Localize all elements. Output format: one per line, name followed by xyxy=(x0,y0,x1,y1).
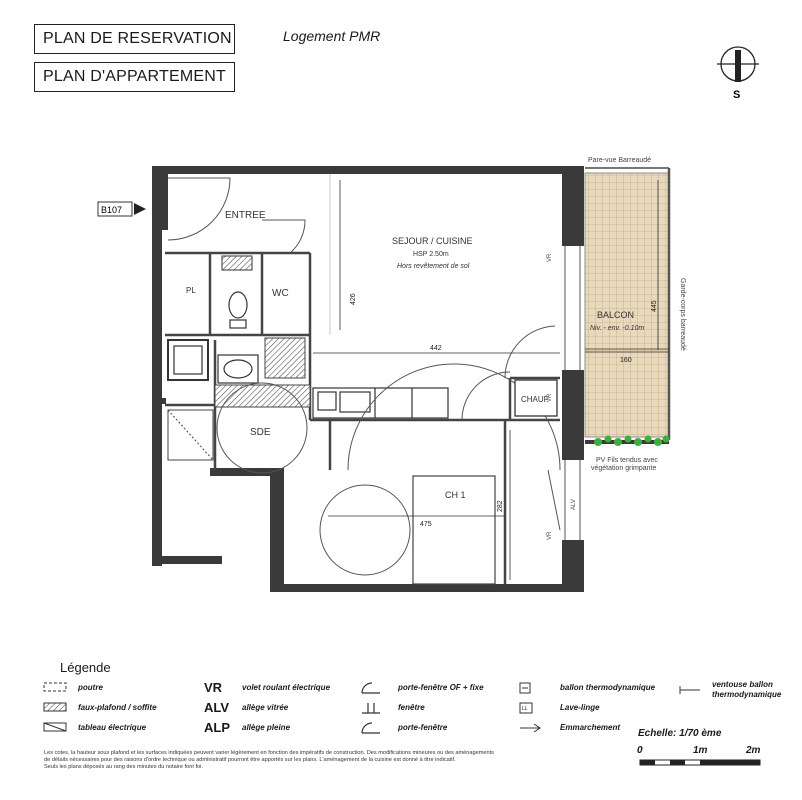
legend-porte-fenetre: porte-fenêtre xyxy=(398,723,448,732)
room-sde: SDE xyxy=(250,427,271,438)
dim-442: 442 xyxy=(430,345,442,352)
pv-fils-label-2: végétation grimpante xyxy=(591,465,656,472)
compass-icon xyxy=(717,46,759,82)
legend-ventouse-2: thermodynamique xyxy=(712,690,782,699)
lot-badge xyxy=(97,201,146,217)
scale-label-1m: 1m xyxy=(693,745,708,756)
legend-ventouse-1: ventouse ballon xyxy=(712,680,773,689)
scale-bar xyxy=(639,759,761,766)
exterior-walls xyxy=(152,166,584,592)
vr-label-1: VR xyxy=(547,253,553,262)
alv-label: ALV xyxy=(571,499,577,510)
balcon-level: Niv. - env. -0.10m xyxy=(590,325,644,332)
vr-label-2: VR xyxy=(547,393,553,402)
lot-number: B107 xyxy=(101,205,122,215)
turning-circle-ch1 xyxy=(319,484,411,576)
dim-160: 160 xyxy=(620,357,632,364)
legend-poutre: poutre xyxy=(78,683,103,692)
plan-reservation-label: PLAN DE RESERVATION xyxy=(34,24,235,54)
ballon-symbol xyxy=(519,682,531,694)
legend-emmarchement: Emmarchement xyxy=(560,723,621,732)
tableau-electrique xyxy=(221,255,253,271)
legend-alv-code: ALV xyxy=(204,700,230,715)
note-line-1: Les cotes, la hauteur sous plafond et le… xyxy=(44,750,494,756)
sejour-door[interactable] xyxy=(461,325,556,421)
fenetre-symbol xyxy=(362,703,380,714)
pare-vue-label: Pare-vue Barreaudé xyxy=(588,157,651,164)
legend-fenetre: fenêtre xyxy=(398,703,425,712)
room-wc: WC xyxy=(272,288,289,299)
toilet-icon xyxy=(228,291,248,329)
legend-alv-label: allège vitrée xyxy=(242,703,289,712)
chauf-box xyxy=(514,379,558,417)
turning-circle-sde xyxy=(216,382,308,474)
ll-code: LL xyxy=(522,706,528,712)
arrow-icon xyxy=(134,203,146,215)
entry-door[interactable] xyxy=(167,177,306,254)
tableau-symbol xyxy=(43,722,67,732)
legend-tableau: tableau électrique xyxy=(78,723,147,732)
bedroom-circle xyxy=(347,363,561,471)
scale-label-2m: 2m xyxy=(746,745,761,756)
sink-icon xyxy=(217,354,259,384)
note-line-2: de détails nécessaires pour des raisons … xyxy=(44,757,456,763)
vegetation-icon xyxy=(594,435,670,446)
legend-lave-linge: Lave-linge xyxy=(560,703,600,712)
lave-linge-symbol xyxy=(519,702,533,714)
porte-fenetre-of-symbol xyxy=(361,682,380,694)
note-line-3: Seuls les plans déposés au rang des minu… xyxy=(44,764,203,770)
ventouse-symbol xyxy=(679,686,700,694)
room-hors-revetement: Hors revêtement de sol xyxy=(397,263,470,270)
room-ch1: CH 1 xyxy=(445,490,466,500)
dim-426: 426 xyxy=(350,293,357,305)
dim-445: 445 xyxy=(651,300,658,312)
dim-475: 475 xyxy=(420,521,432,528)
legend-alp-code: ALP xyxy=(204,720,230,735)
legend-pf-of: porte-fenêtre OF + fixe xyxy=(398,683,484,692)
plan-appartement-label: PLAN D'APPARTEMENT xyxy=(34,62,235,92)
room-sejour: SEJOUR / CUISINE xyxy=(392,236,473,246)
porte-fenetre-symbol xyxy=(361,722,380,734)
legend-ballon: ballon thermodynamique xyxy=(560,683,656,692)
faux-plafond-zone xyxy=(264,337,306,379)
vr-label-3: VR xyxy=(547,531,553,540)
legend-symbols xyxy=(43,682,700,734)
interior-walls xyxy=(165,251,560,584)
legend-vr-label: volet roulant électrique xyxy=(242,683,331,692)
compass-label: S xyxy=(733,89,740,101)
pv-fils-label-1: PV Fils tendus avec xyxy=(596,457,658,464)
windows xyxy=(564,246,581,540)
bed xyxy=(412,475,496,585)
balcony-floor xyxy=(584,172,670,438)
room-balcon: BALCON xyxy=(597,310,634,320)
faux-plafond-symbol xyxy=(43,702,67,712)
kitchen-counter xyxy=(312,387,449,419)
legend-alp-label: allège pleine xyxy=(242,723,291,732)
room-chauf: CHAUF xyxy=(521,395,549,404)
legend-faux-plafond: faux-plafond / soffite xyxy=(78,703,157,712)
dim-282: 282 xyxy=(497,500,504,512)
bedroom-window-door[interactable] xyxy=(547,469,561,531)
legend-title: Légende xyxy=(60,660,111,675)
emmarchement-symbol xyxy=(520,723,541,733)
legend-vr-code: VR xyxy=(204,680,223,695)
shower-area xyxy=(167,409,214,461)
page-subtitle: Logement PMR xyxy=(283,28,381,44)
room-hsp: HSP 2.50m xyxy=(413,251,449,258)
room-pl: PL xyxy=(186,286,196,295)
disclaimer-note: Les cotes, la hauteur sous plafond et le… xyxy=(44,750,564,771)
dimension-lines xyxy=(313,180,669,580)
poutre-symbol xyxy=(43,682,67,692)
room-entree: ENTREE xyxy=(225,210,266,221)
scale-label-0: 0 xyxy=(637,745,643,756)
scale-title: Echelle: 1/70 ème xyxy=(638,728,722,739)
garde-corps-label: Garde-corps barreaudé xyxy=(679,278,686,351)
